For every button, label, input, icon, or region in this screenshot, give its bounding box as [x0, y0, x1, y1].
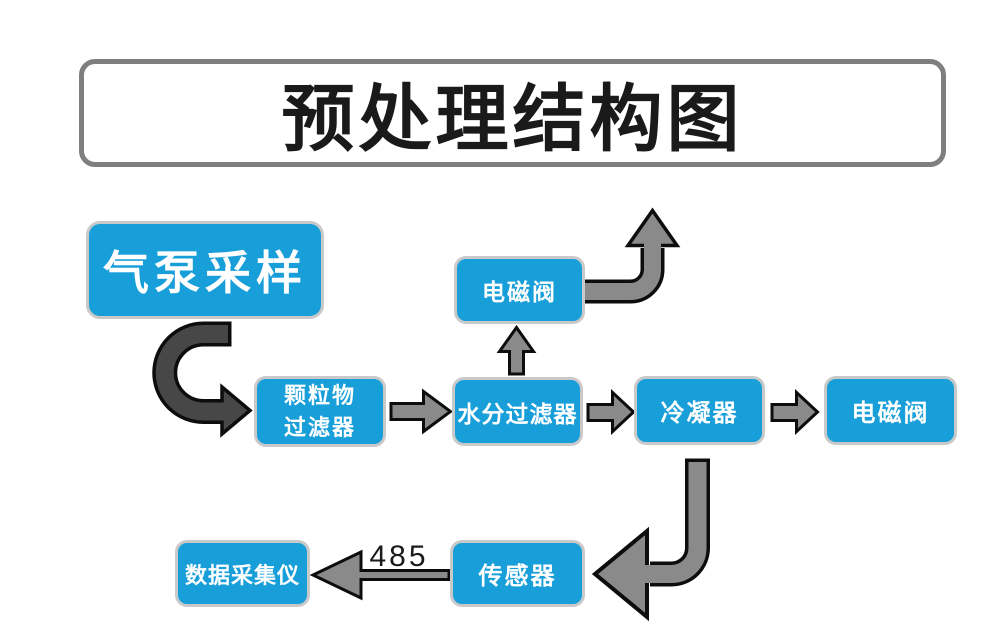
arrow-solenoid-top-exhaust-up — [584, 207, 681, 304]
arrow-condenser-to-solenoid-outlet — [770, 389, 820, 435]
node-moisture-filter: 水分过滤器 — [452, 377, 583, 446]
diagram-title: 预处理结构图 — [281, 79, 744, 160]
node-data-collector-label: 数据采集仪 — [184, 562, 300, 588]
node-data-collector: 数据采集仪 — [175, 540, 310, 607]
arrow-sensor-to-collector — [309, 549, 451, 601]
node-particulate-filter-line2: 过滤器 — [283, 414, 356, 440]
bus-485-label: 485 — [369, 540, 429, 573]
node-solenoid-valve-top: 电磁阀 — [454, 256, 585, 324]
node-sensor: 传感器 — [450, 540, 585, 607]
title-box: 预处理结构图 — [79, 59, 946, 167]
arrow-pump-to-particulate — [152, 321, 253, 438]
node-solenoid-valve-top-label: 电磁阀 — [482, 279, 557, 305]
node-solenoid-valve-outlet-label: 电磁阀 — [851, 400, 930, 427]
node-solenoid-valve-outlet: 电磁阀 — [824, 376, 957, 445]
arrow-condenser-to-sensor — [591, 458, 710, 622]
arrow-moisture-to-condenser — [586, 389, 636, 435]
node-air-pump-sampling: 气泵采样 — [86, 221, 324, 319]
arrow-particulate-to-moisture — [389, 388, 454, 435]
node-moisture-filter-label: 水分过滤器 — [457, 400, 578, 427]
node-particulate-filter-line1: 颗粒物 — [283, 383, 356, 409]
node-air-pump-sampling-label: 气泵采样 — [103, 247, 307, 299]
node-particulate-filter: 颗粒物 过滤器 — [254, 376, 386, 447]
node-condenser-label: 冷凝器 — [660, 400, 739, 427]
node-sensor-label: 传感器 — [478, 563, 557, 590]
arrow-moisture-to-solenoid-top — [496, 324, 537, 376]
node-condenser: 冷凝器 — [634, 376, 765, 445]
